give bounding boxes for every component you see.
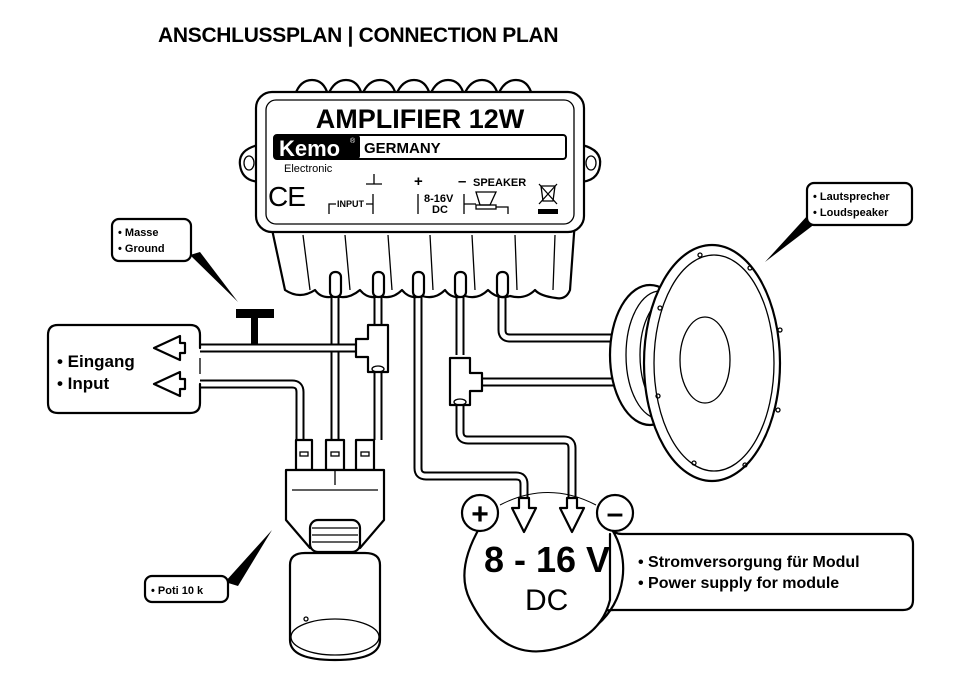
ground-symbol-small-icon [366,174,382,185]
power-line-de: • Stromversorgung für Modul [638,554,860,571]
voltage-line2: DC [432,204,448,216]
voltage-line1: 8-16V [424,193,454,205]
poti-label: • Poti 10 k [151,585,204,597]
input-label-de: • Eingang [57,352,135,371]
input-terminal-symbol: INPUT [328,174,382,214]
brand-registered-mark: ® [350,137,356,145]
power-minus-symbol: – [607,497,624,530]
minus-symbol: – [458,173,466,190]
input-callout: • Eingang • Input [46,323,202,415]
t-connector-power [448,356,484,407]
input-label-en: • Input [57,374,110,393]
speaker-callout: • Lautsprecher • Loudspeaker [765,181,914,262]
t-connector-input [354,323,390,374]
minus-terminal-badge [595,493,635,533]
speaker-symbol-icon [463,191,509,214]
ground-symbol-icon [236,309,274,345]
module-title: AMPLIFIER 12W [316,104,525,134]
loudspeaker [608,243,783,483]
plus-terminal-badge [460,493,500,533]
power-callout: + – 8 - 16 V DC • Stromversorgung für Mo… [460,492,915,653]
arrow-plus-icon [510,496,538,534]
power-plus-symbol: + [471,498,489,531]
speaker-label-en: • Loudspeaker [813,207,889,219]
wire-power-minus [455,400,577,500]
speaker-label: SPEAKER [473,177,526,189]
brand-subtitle: Electronic [284,163,333,175]
ce-mark: CE [268,181,305,212]
power-dc: DC [525,584,568,617]
arrow-minus-icon [558,496,586,534]
brand-country: GERMANY [364,140,441,157]
crossed-bin-icon [538,183,558,214]
ground-label-de: • Masse [118,227,159,239]
amplifier-module: AMPLIFIER 12W Kemo ® GERMANY Electronic … [238,78,602,300]
svg-text:INPUT: INPUT [337,199,365,209]
arrow-input-ground-icon [152,334,187,362]
power-line-en: • Power supply for module [638,575,839,592]
potentiometer [284,438,386,662]
page-title: ANSCHLUSSPLAN | CONNECTION PLAN [158,24,558,47]
poti-callout: • Poti 10 k [143,530,272,604]
brand-logo: Kemo [279,136,340,161]
module-fins [268,218,577,300]
ground-label-en: • Ground [118,243,165,255]
ground-callout: • Masse • Ground [110,217,238,302]
speaker-label-de: • Lautsprecher [813,191,890,203]
power-voltage: 8 - 16 V [484,539,610,580]
arrow-input-signal-icon [152,370,187,398]
wires [180,285,645,500]
plus-symbol: + [414,173,423,190]
